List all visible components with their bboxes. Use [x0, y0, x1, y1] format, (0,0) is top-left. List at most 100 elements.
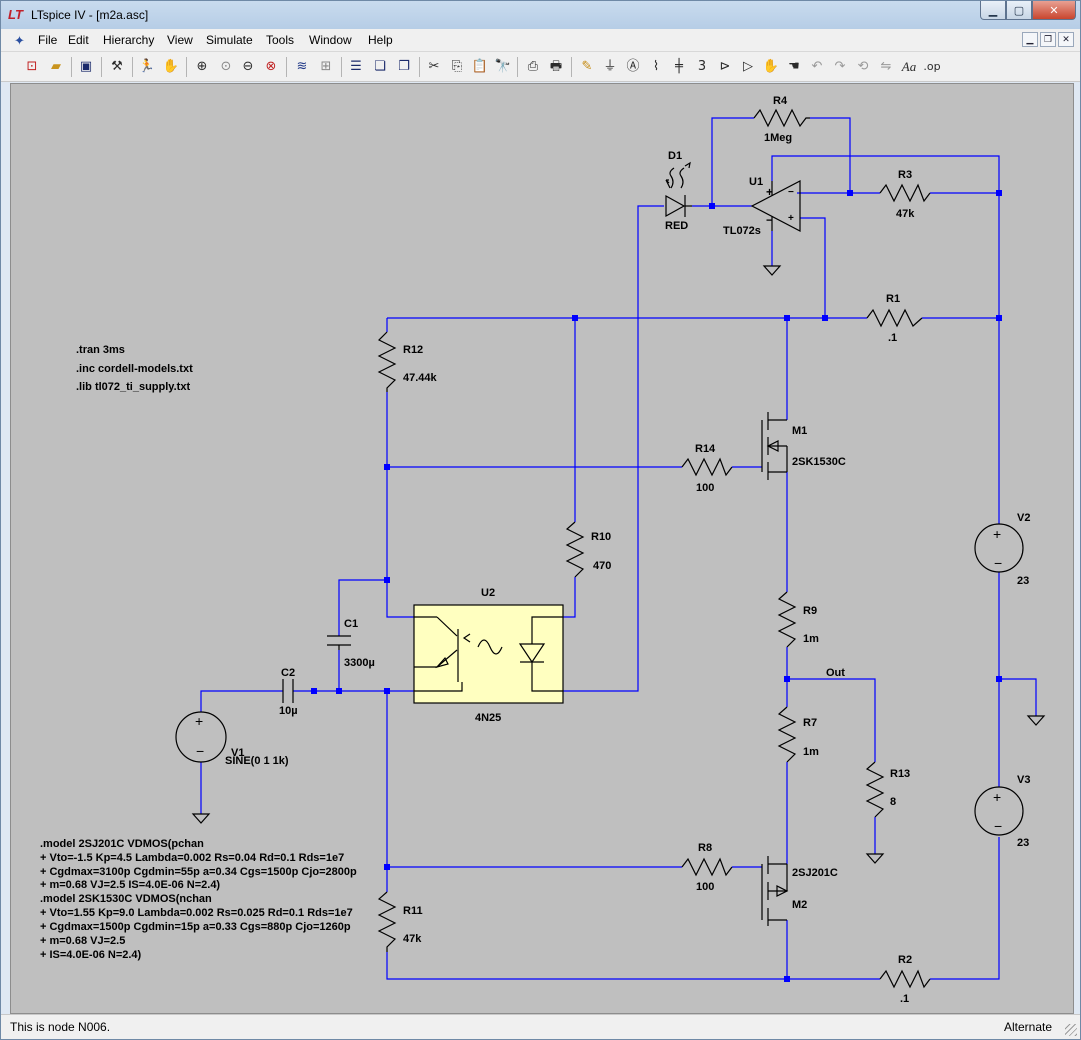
document-minimize-button[interactable]: ▁ — [1022, 32, 1038, 47]
cut-icon[interactable]: ✂ — [428, 59, 440, 74]
zoom-in-icon[interactable]: ⊕ — [196, 59, 208, 74]
pmos-m2[interactable] — [761, 856, 789, 926]
rotate-icon[interactable]: ⟲ — [857, 59, 869, 74]
label-net-icon[interactable]: Ⓐ — [626, 59, 640, 74]
model-line[interactable]: .model 2SJ201C VDMOS(pchan — [40, 838, 204, 850]
model-directives[interactable]: .model 2SJ201C VDMOS(pchan + Vto=-1.5 Kp… — [40, 838, 357, 961]
waveform-delete-icon[interactable]: ⊞ — [320, 59, 332, 74]
spice-directive-icon[interactable]: .op — [923, 60, 941, 73]
new-schematic-icon[interactable]: ⊡ — [26, 59, 38, 74]
open-folder-icon[interactable]: ▰ — [51, 59, 61, 74]
title-bar[interactable]: LT LTspice IV - [m2a.asc] ▁ ▢ ✕ — [1, 1, 1080, 29]
net-label-out: Out — [826, 667, 845, 679]
directive-line[interactable]: .inc cordell-models.txt — [76, 363, 193, 375]
resistor-r4[interactable] — [753, 108, 810, 128]
print-icon[interactable]: 🖶 — [549, 59, 563, 74]
schematic-canvas[interactable]: + − − + — [10, 83, 1074, 1014]
model-line[interactable]: .model 2SK1530C VDMOS(nchan — [40, 893, 212, 905]
resistor-r2[interactable] — [879, 969, 931, 989]
voltage-source-v1[interactable]: + − — [175, 711, 227, 763]
draw-wire-icon[interactable]: ✎ — [581, 59, 593, 74]
maximize-button[interactable]: ▢ — [1006, 1, 1032, 20]
nmos-m1[interactable] — [761, 412, 788, 480]
capacitor-c2[interactable] — [282, 679, 294, 703]
resistor-icon[interactable]: ⌇ — [652, 59, 660, 74]
model-line[interactable]: + IS=4.0E-06 N=2.4) — [40, 949, 142, 961]
close-windows-icon[interactable]: ❐ — [398, 59, 410, 74]
capacitor-icon[interactable]: ╪ — [675, 59, 683, 74]
opamp-u1[interactable]: + − − + — [750, 180, 801, 232]
model-line[interactable]: + m=0.68 VJ=2.5 IS=4.0E-06 N=2.4) — [40, 879, 220, 891]
ground-icon[interactable]: ⏚ — [603, 59, 617, 74]
move-icon[interactable]: ✋ — [762, 59, 780, 74]
menu-window[interactable]: Window — [309, 33, 352, 47]
directive-line[interactable]: .tran 3ms — [76, 344, 125, 356]
inductor-icon[interactable]: 3 — [697, 59, 707, 74]
halt-icon[interactable]: ✋ — [162, 59, 180, 74]
toolbar-separator — [132, 57, 133, 77]
control-panel-icon[interactable]: ⚒ — [111, 59, 123, 74]
redo-icon[interactable]: ↷ — [834, 59, 846, 74]
copy-icon[interactable]: ⎘ — [451, 59, 463, 74]
print-preview-icon[interactable]: ⎙ — [527, 59, 539, 74]
resize-grip-icon[interactable] — [1065, 1024, 1077, 1036]
voltage-source-v2[interactable]: + − — [974, 523, 1024, 573]
resistor-r3[interactable] — [879, 183, 931, 203]
menu-help[interactable]: Help — [368, 33, 393, 47]
svg-text:−: − — [788, 187, 794, 198]
resistor-r1[interactable] — [866, 308, 923, 328]
model-line[interactable]: + Vto=-1.5 Kp=4.5 Lambda=0.002 Rs=0.04 R… — [40, 852, 344, 864]
text-icon[interactable]: Aa — [901, 59, 917, 74]
wires[interactable] — [200, 117, 1037, 980]
save-icon[interactable]: ▣ — [79, 59, 93, 74]
voltage-source-v3[interactable]: + − — [974, 786, 1024, 836]
undo-icon[interactable]: ↶ — [811, 59, 823, 74]
component-icon[interactable]: ▷ — [743, 59, 753, 74]
tile-vertical-icon[interactable]: ☰ — [350, 59, 362, 74]
schematic-drawing[interactable]: + − − + — [11, 84, 1074, 1014]
document-restore-button[interactable]: ❐ — [1040, 32, 1056, 47]
resistor-r12[interactable] — [377, 331, 397, 392]
run-icon[interactable]: 🏃 — [138, 59, 156, 74]
menu-edit[interactable]: Edit — [68, 33, 89, 47]
pan-icon[interactable]: ⊙ — [220, 59, 232, 74]
capacitor-c1[interactable] — [327, 635, 351, 650]
waveform-autorange-icon[interactable]: ≋ — [296, 59, 308, 74]
menu-view[interactable]: View — [167, 33, 193, 47]
menu-simulate[interactable]: Simulate — [206, 33, 253, 47]
resistor-r10[interactable] — [565, 521, 585, 578]
diode-icon[interactable]: ⊳ — [719, 59, 731, 74]
menu-file[interactable]: File — [38, 33, 58, 47]
cascade-icon[interactable]: ❏ — [374, 59, 386, 74]
ground-v1 — [191, 813, 211, 824]
zoom-cancel-icon[interactable]: ⊗ — [265, 59, 277, 74]
mirror-icon[interactable]: ⇋ — [880, 59, 892, 74]
resistor-r9[interactable] — [777, 591, 797, 648]
status-mode: Alternate — [1003, 1020, 1052, 1034]
optocoupler-u2[interactable] — [413, 604, 564, 704]
model-line[interactable]: + m=0.68 VJ=2.5 — [40, 935, 125, 947]
find-icon[interactable]: 🔭 — [494, 59, 512, 74]
resistor-r8[interactable] — [681, 857, 733, 877]
menu-hierarchy[interactable]: Hierarchy — [103, 33, 155, 47]
close-button[interactable]: ✕ — [1032, 1, 1076, 20]
minimize-button[interactable]: ▁ — [980, 1, 1006, 20]
resistor-r11[interactable] — [377, 891, 397, 952]
junctions — [311, 190, 1002, 982]
resistor-r7[interactable] — [777, 706, 797, 763]
led-d1[interactable] — [665, 161, 692, 218]
resistor-r14[interactable] — [681, 457, 733, 477]
spice-directives[interactable]: .tran 3ms .inc cordell-models.txt .lib t… — [76, 344, 193, 393]
menu-tools[interactable]: Tools — [266, 33, 295, 47]
resistor-r13[interactable] — [865, 761, 885, 818]
document-system-icon[interactable]: ✦ — [14, 33, 25, 48]
model-line[interactable]: + Cgdmax=3100p Cgdmin=55p a=0.34 Cgs=150… — [40, 866, 357, 878]
model-line[interactable]: + Cgdmax=1500p Cgdmin=15p a=0.33 Cgs=880… — [40, 921, 351, 933]
document-close-button[interactable]: ✕ — [1058, 32, 1074, 47]
paste-icon[interactable]: 📋 — [471, 59, 489, 74]
zoom-out-icon[interactable]: ⊖ — [242, 59, 254, 74]
model-line[interactable]: + Vto=1.55 Kp=9.0 Lambda=0.002 Rs=0.025 … — [40, 907, 353, 919]
drag-icon[interactable]: ☚ — [788, 59, 800, 74]
directive-line[interactable]: .lib tl072_ti_supply.txt — [76, 381, 190, 393]
